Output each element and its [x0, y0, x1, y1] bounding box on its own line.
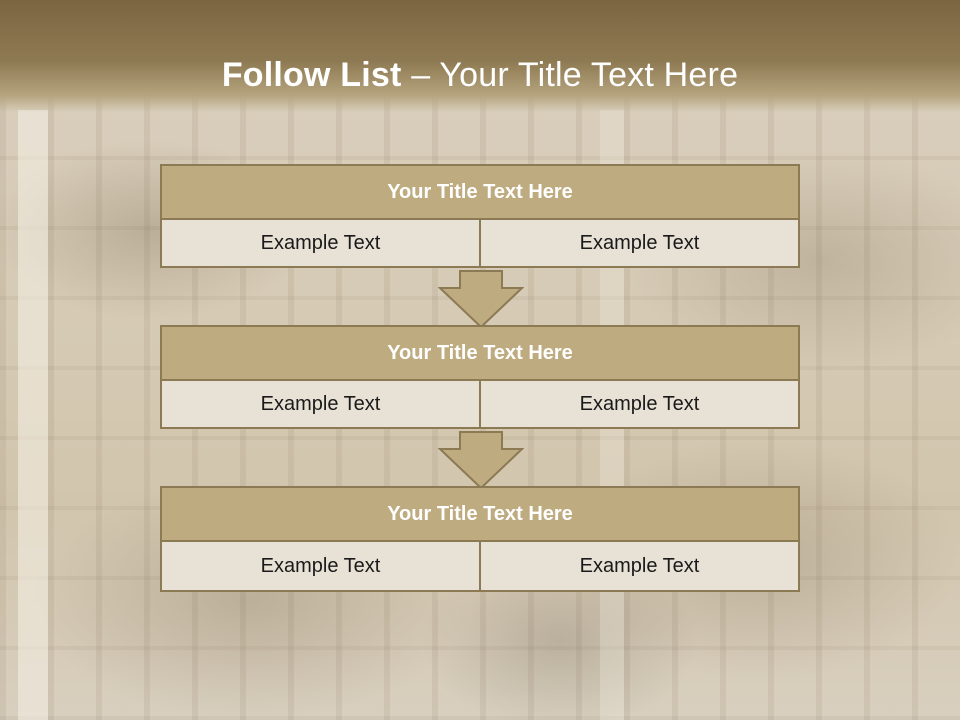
block-cell-left: Example Text [160, 220, 481, 268]
block-title: Your Title Text Here [160, 325, 800, 381]
block-cell-right: Example Text [481, 381, 800, 429]
list-block-2: Your Title Text Here Example Text Exampl… [160, 325, 800, 429]
block-cell-left: Example Text [160, 542, 481, 592]
block-cell-left: Example Text [160, 381, 481, 429]
block-row: Example Text Example Text [160, 381, 800, 429]
block-row: Example Text Example Text [160, 542, 800, 592]
slide-title: Follow List – Your Title Text Here [0, 56, 960, 95]
block-title: Your Title Text Here [160, 486, 800, 542]
list-block-1: Your Title Text Here Example Text Exampl… [160, 164, 800, 268]
block-row: Example Text Example Text [160, 220, 800, 268]
background-pipe [18, 110, 48, 720]
block-cell-right: Example Text [481, 542, 800, 592]
list-block-3: Your Title Text Here Example Text Exampl… [160, 486, 800, 592]
title-band [0, 0, 960, 112]
title-rest: – Your Title Text Here [401, 56, 739, 94]
down-arrow-icon [438, 431, 524, 489]
block-title: Your Title Text Here [160, 164, 800, 220]
block-cell-right: Example Text [481, 220, 800, 268]
down-arrow-icon [438, 270, 524, 328]
title-bold: Follow List [221, 56, 402, 94]
